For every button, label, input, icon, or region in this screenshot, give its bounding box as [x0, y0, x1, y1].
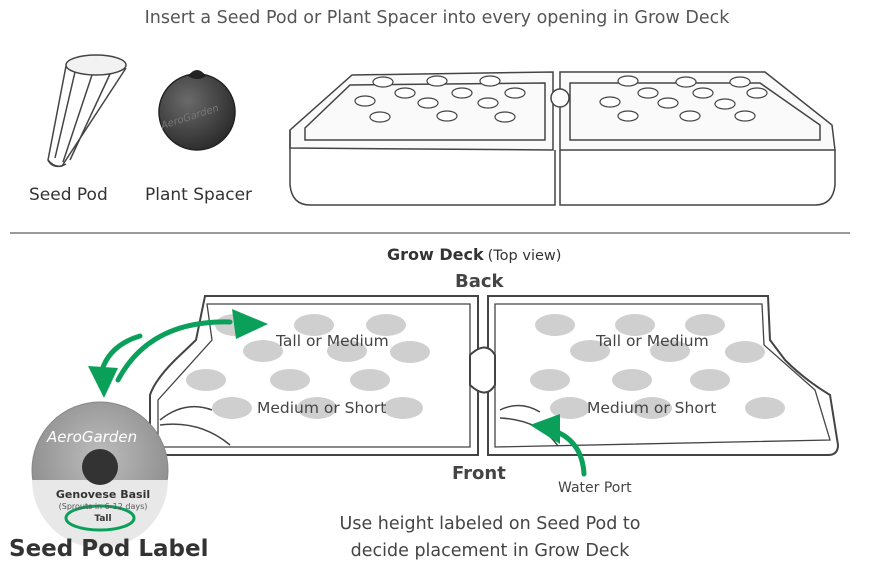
height-highlight-ring: [64, 504, 136, 532]
seed-pod-label-icon: [31, 401, 169, 548]
seed-pod-label-caption: Seed Pod Label: [9, 536, 209, 562]
label-plant-name: Genovese Basil: [55, 488, 151, 501]
grow-deck-3d-openings: [354, 75, 768, 123]
seed-pod-caption: Seed Pod: [29, 185, 108, 205]
instruction-line-1: Use height labeled on Seed Pod to: [339, 514, 641, 534]
instruction-line-2: decide placement in Grow Deck: [350, 541, 630, 561]
label-sprout-time: (Sprouts in 6-12 days): [58, 502, 148, 511]
zone-left-bottom: Medium or Short: [257, 399, 387, 417]
zone-right-bottom: Medium or Short: [587, 399, 717, 417]
page-title: Insert a Seed Pod or Plant Spacer into e…: [144, 8, 730, 28]
zone-left-top: Tall or Medium: [276, 332, 389, 350]
arrow-head-right-icon: [232, 309, 268, 339]
plant-spacer-caption: Plant Spacer: [145, 185, 253, 205]
water-port-label: Water Port: [558, 480, 632, 496]
placement-arrow-icon: [99, 319, 233, 383]
arrow-head-down-icon: [88, 366, 118, 398]
grow-deck-view-note: (Top view): [487, 248, 562, 264]
plant-spacer-icon: [158, 70, 236, 151]
seed-pod-icon: [47, 54, 127, 168]
back-label: Back: [455, 271, 504, 292]
grow-deck-3d-icon: [289, 71, 836, 206]
label-height: Tall: [94, 514, 112, 524]
zone-right-top: Tall or Medium: [596, 332, 709, 350]
front-label: Front: [452, 463, 506, 484]
grow-deck-heading: Grow Deck(Top view): [387, 245, 561, 264]
grow-deck-openings: [186, 314, 785, 419]
section-divider: [10, 232, 850, 234]
grow-deck-title: Grow Deck: [387, 245, 484, 264]
label-brand: AeroGarden: [47, 428, 138, 446]
water-port-arrow-icon: [530, 414, 587, 477]
